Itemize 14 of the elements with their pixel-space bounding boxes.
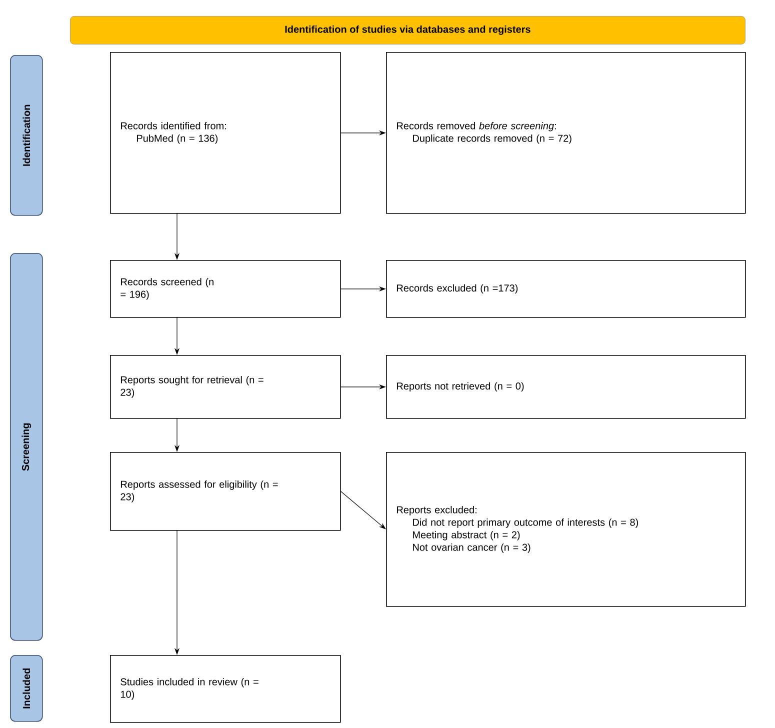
phase-band: Identification bbox=[10, 55, 43, 216]
process-box: Reports excluded: Did not report primary outcome of interests (n = 8) Meeting abstract (n = 2) Not ovarian cancer (n = 3) bbox=[386, 452, 746, 607]
title-banner: Identification of studies via databases and registers bbox=[70, 16, 746, 44]
process-box: Studies included in review (n = 10) bbox=[110, 655, 341, 723]
process-box: Reports assessed for eligibility (n = 23) bbox=[110, 452, 341, 531]
process-box: Records excluded (n =173) bbox=[386, 260, 746, 318]
arrow bbox=[340, 491, 386, 530]
process-box: Records screened (n = 196) bbox=[110, 260, 341, 318]
process-box: Reports sought for retrieval (n = 23) bbox=[110, 355, 341, 419]
process-box: Records identified from: PubMed (n = 136) bbox=[110, 52, 341, 214]
process-box: Reports not retrieved (n = 0) bbox=[386, 355, 746, 419]
phase-band: Included bbox=[10, 655, 43, 722]
phase-band: Screening bbox=[10, 253, 43, 641]
process-box: Records removed before screening: Duplicate records removed (n = 72) bbox=[386, 52, 746, 214]
